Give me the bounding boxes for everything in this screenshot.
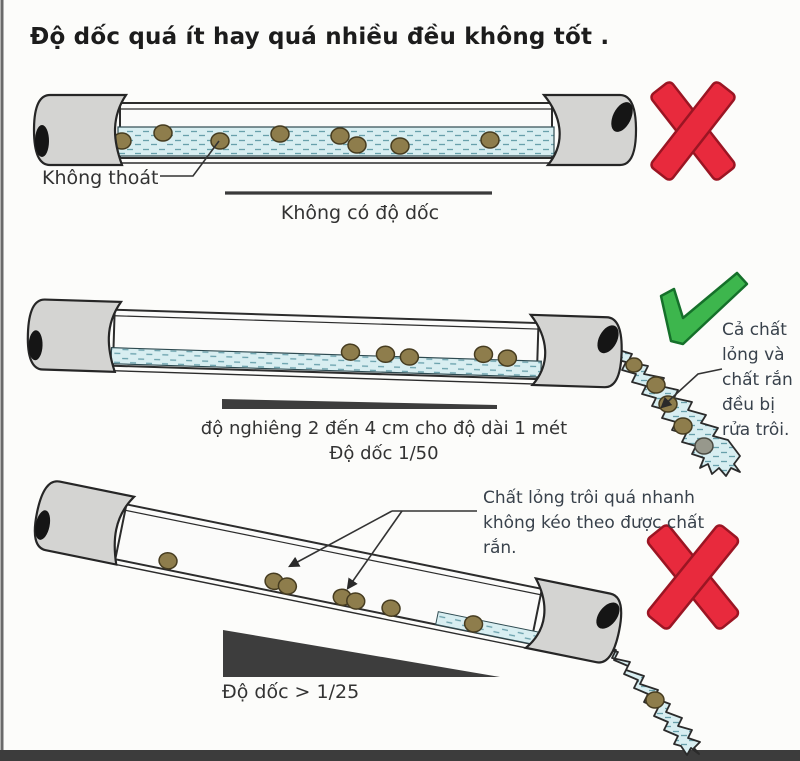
solid-waste [473,345,494,364]
pipe-end-shadow [28,330,43,361]
solid-waste [158,551,178,570]
pipe-end-shadow [35,125,49,157]
callout-arrow-washed [660,368,723,409]
solid-waste [270,125,290,143]
callout-arrow-solid-2 [346,510,403,590]
solid-waste [658,395,678,413]
pipe-end-shadow [597,325,619,354]
pipe-end-shadow [35,510,51,540]
slope-wedge-small [222,399,497,409]
solid-waste [673,417,693,435]
solid-waste [625,357,643,373]
pipe-sleeve-left [33,480,137,566]
solid-waste [480,131,500,149]
bottom-bar [0,750,800,761]
solid-waste [346,592,366,610]
pipe-inner-wall [114,503,544,645]
callout-too-fast: Chất lỏng trôi quá nhanh không kéo theo … [483,488,705,558]
solid-waste [390,137,410,155]
pipe-steep [33,480,623,664]
pipe-sleeve-left [32,93,129,167]
solid-waste [399,348,420,366]
solid-waste [375,345,396,364]
solid-waste [210,132,230,150]
pipe-flat [32,93,638,167]
caption-good-slope-line2: Độ dốc 1/50 [329,443,439,464]
green-check-icon [659,271,749,346]
solid-waste [340,343,361,361]
pipe-good-slope [26,298,623,389]
pipe-sleeve-right [523,576,623,664]
callout-arrow-solid-1 [288,510,393,568]
red-x-icon [646,524,740,630]
red-x-icon [650,81,736,181]
caption-too-steep: Độ dốc > 1/25 [222,681,360,703]
pipe-end-shadow [611,102,633,132]
solid-waste [463,615,484,633]
pipe-sleeve-right [528,313,623,389]
solid-waste [330,127,350,145]
diagram-title: Độ dốc quá ít hay quá nhiều đều không tố… [30,24,610,50]
solid-waste [646,376,666,394]
pipe-end-shadow [596,602,620,629]
solid-waste [347,136,367,154]
pipe-wall-line [112,370,537,385]
caption-no-slope: Không có độ dốc [280,202,440,224]
slope-wedge-large [223,630,500,677]
pipe-wall-line [114,563,530,650]
solid-waste [645,691,665,709]
solid-waste-gray [694,437,714,455]
leader-line-no-drain [160,140,220,177]
solid-waste [381,599,401,617]
caption-good-slope-line1: độ nghiêng 2 đến 4 cm cho độ dài 1 mét [200,418,568,439]
x-stroke [646,524,740,630]
label-no-drain: Không thoát [42,167,159,189]
pipe-wall-line [114,315,539,330]
solid-waste [497,349,518,367]
x-stroke [650,81,736,181]
callout-washed-away: Cả chất lỏng và chất rắn đều bị rửa trôi… [722,320,793,440]
pipe-sleeve-left [26,298,124,373]
pipe-wall-line [125,509,541,596]
solid-waste [153,124,173,142]
solid-waste [277,577,298,595]
pipe-sleeve-right [541,93,638,167]
